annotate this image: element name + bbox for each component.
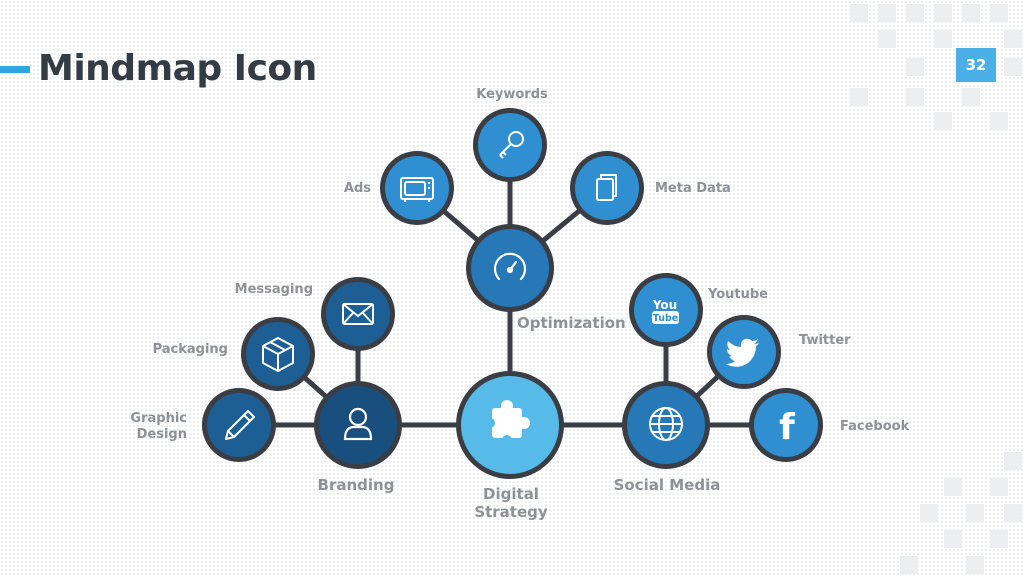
youtube-logo-tube: Tube [653, 313, 678, 324]
twitter-bird-icon [726, 338, 759, 367]
node-graphic-design: Graphic Design [130, 388, 276, 462]
youtube-icon: You Tube [652, 298, 679, 324]
node-branding: Branding [314, 381, 402, 494]
label-packaging: Packaging [153, 342, 228, 357]
node-optimization: Optimization [466, 224, 626, 332]
node-messaging: Messaging [235, 277, 395, 351]
label-social-media: Social Media [614, 476, 721, 494]
label-branding: Branding [318, 476, 395, 494]
node-facebook: f Facebook [749, 388, 910, 462]
label-graphic-line1: Graphic [130, 411, 187, 426]
tv-icon [400, 177, 434, 202]
puzzle-icon [485, 400, 530, 445]
node-packaging: Packaging [153, 317, 315, 391]
label-meta-data: Meta Data [655, 181, 731, 196]
node-twitter: Twitter [707, 315, 851, 389]
label-facebook: Facebook [840, 419, 910, 434]
node-meta-data: Meta Data [570, 151, 731, 225]
node-keywords: Keywords [473, 87, 548, 182]
page-number-badge: 32 [956, 48, 996, 82]
key-icon [499, 131, 524, 159]
globe-icon [649, 407, 683, 441]
label-graphic-line2: Design [137, 427, 187, 442]
label-youtube: Youtube [707, 287, 768, 302]
label-digital-line1: Digital [483, 485, 539, 503]
label-ads: Ads [344, 181, 371, 196]
node-digital-strategy: Digital Strategy [456, 371, 564, 521]
user-icon [343, 407, 373, 441]
label-messaging: Messaging [235, 282, 313, 297]
box-icon [262, 337, 294, 372]
speedometer-icon [493, 252, 527, 281]
label-twitter: Twitter [799, 333, 851, 348]
node-ads: Ads [344, 151, 454, 225]
pencil-icon [225, 410, 255, 440]
documents-icon [596, 174, 617, 201]
envelope-icon [342, 303, 374, 325]
label-digital-line2: Strategy [474, 503, 548, 521]
facebook-icon: f [779, 407, 795, 448]
label-optimization: Optimization [517, 314, 626, 332]
label-keywords: Keywords [476, 87, 548, 102]
node-social-media: Social Media [614, 381, 721, 494]
youtube-logo-you: You [652, 298, 677, 312]
page-title: Mindmap Icon [38, 48, 317, 89]
title-accent-bar [0, 66, 30, 73]
node-youtube: You Tube Youtube [629, 273, 768, 347]
